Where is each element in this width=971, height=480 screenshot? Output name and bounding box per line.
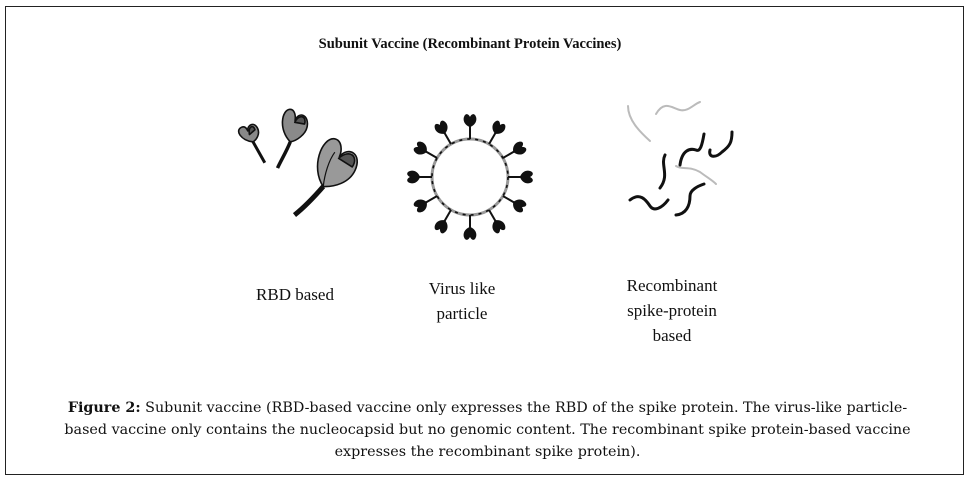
figure-frame bbox=[5, 6, 964, 475]
figure-caption: Figure 2: Subunit vaccine (RBD-based vac… bbox=[64, 400, 911, 460]
figure-title: Subunit Vaccine (Recombinant Protein Vac… bbox=[318, 36, 622, 52]
caption-label: Figure 2: bbox=[67, 400, 141, 416]
spike-protein-mark bbox=[434, 209, 452, 234]
panel-label-rbd: RBD based bbox=[256, 285, 334, 304]
spike-protein-mark bbox=[413, 195, 438, 213]
spike-protein-mark bbox=[407, 170, 432, 184]
virus-like-particle-icon bbox=[407, 114, 533, 240]
spike-protein-mark bbox=[413, 141, 438, 159]
spike-protein-mark bbox=[502, 195, 527, 213]
spike-protein-mark bbox=[488, 209, 506, 234]
spike-protein-mark bbox=[488, 120, 506, 145]
spike-protein-strands-icon bbox=[627, 101, 734, 217]
panel-label-spike: Recombinant spike-protein based bbox=[626, 276, 718, 345]
spike-protein-mark bbox=[463, 114, 477, 139]
spike-protein-mark bbox=[502, 141, 527, 159]
panel-label-vlp: Virus like particle bbox=[428, 279, 496, 323]
spike-protein-mark bbox=[463, 215, 477, 240]
spike-protein-mark bbox=[508, 170, 533, 184]
rbd-protein-icon bbox=[237, 108, 358, 217]
spike-protein-mark bbox=[434, 120, 452, 145]
